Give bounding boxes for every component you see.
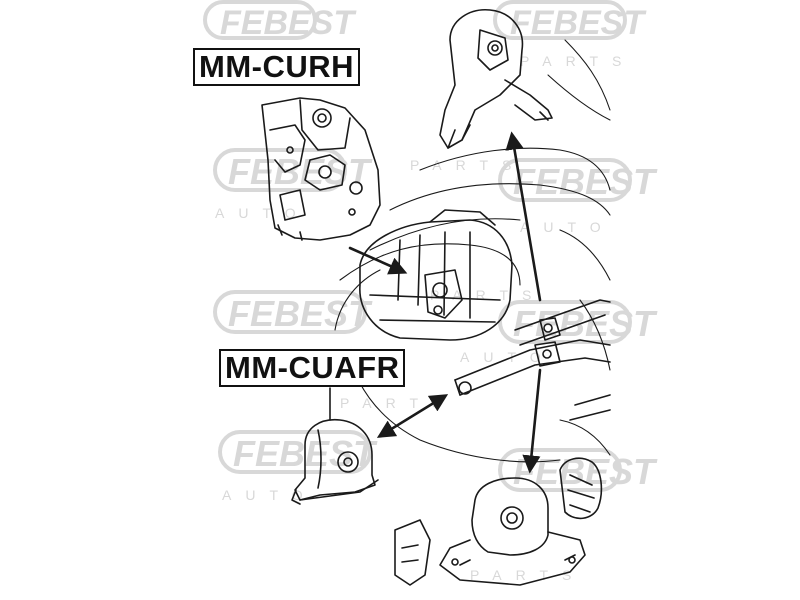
watermark-layer: FEBEST FEBEST PARTS FEBEST AUTO FEBEST A… [203, 0, 658, 583]
watermark-brand: FEBEST [513, 161, 658, 202]
arrow-curh-to-engine [348, 246, 408, 275]
watermark-sub: PARTS [410, 157, 525, 173]
watermark-sub: PARTS [520, 53, 635, 69]
line-art [261, 9, 611, 586]
watermark-brand: FEBEST [228, 151, 373, 192]
watermark-sub: PARTS [470, 567, 585, 583]
watermark-row-1: FEBEST FEBEST PARTS [203, 0, 647, 69]
watermark-row-4: FEBEST AUTO PARTS FEBEST PARTS [218, 395, 658, 583]
watermark-sub: AUTO [215, 205, 310, 221]
watermark-sub: AUTO [520, 219, 615, 235]
engine-block [359, 209, 513, 341]
arrow-top-mount [505, 131, 542, 302]
watermark-sub: AUTO [222, 487, 317, 503]
arrow-cuafr-to-subframe [376, 394, 449, 438]
mount-curh-drawing [261, 97, 381, 241]
arrow-lower-mount [522, 368, 542, 474]
watermark-brand: FEBEST [220, 4, 357, 42]
watermark-sub: AUTO [460, 349, 555, 365]
subframe [454, 299, 611, 421]
watermark-brand: FEBEST [228, 293, 373, 334]
watermark-brand: FEBEST [510, 4, 647, 42]
leader-arrows [329, 131, 542, 474]
watermark-brand: FEBEST [513, 303, 658, 344]
watermark-sub: PARTS [340, 395, 455, 411]
watermark-brand: FEBEST [513, 451, 658, 492]
lower-right-mount [394, 457, 603, 586]
part-label-curh: MM-CURH [193, 48, 361, 86]
upper-torque-mount [439, 9, 553, 149]
part-label-cuafr: MM-CUAFR [219, 349, 406, 387]
mount-cuafr-drawing [291, 419, 379, 505]
watermark-row-2: FEBEST AUTO FEBEST AUTO PARTS [213, 148, 658, 235]
